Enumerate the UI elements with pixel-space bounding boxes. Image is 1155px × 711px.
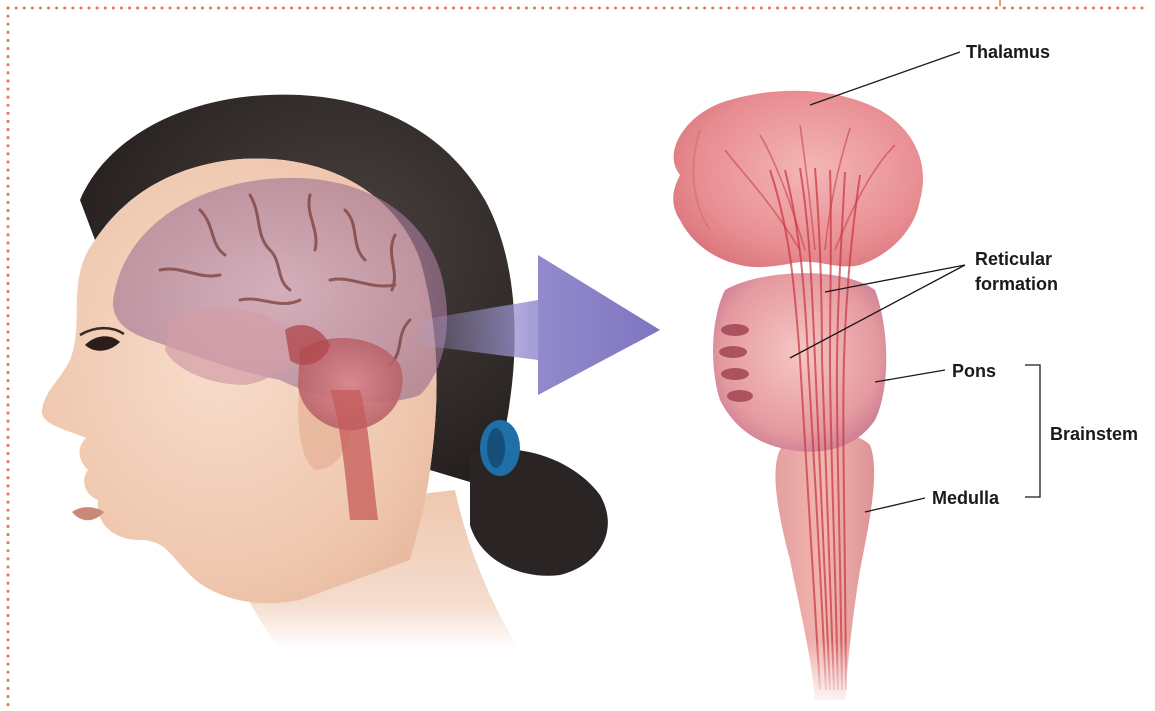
label-reticular-line1: Reticular — [975, 249, 1052, 269]
brainstem-illustration — [673, 91, 923, 711]
label-pons: Pons — [952, 361, 996, 381]
thalamus-leader — [810, 52, 960, 105]
head-illustration — [42, 95, 608, 650]
label-thalamus: Thalamus — [966, 42, 1050, 62]
brainstem-bracket — [1025, 365, 1040, 497]
label-brainstem: Brainstem — [1050, 424, 1138, 444]
labels: Thalamus Reticular formation Pons Brains… — [932, 42, 1138, 508]
label-reticular-line2: formation — [975, 274, 1058, 294]
label-medulla: Medulla — [932, 488, 1000, 508]
medulla-leader — [865, 498, 925, 512]
